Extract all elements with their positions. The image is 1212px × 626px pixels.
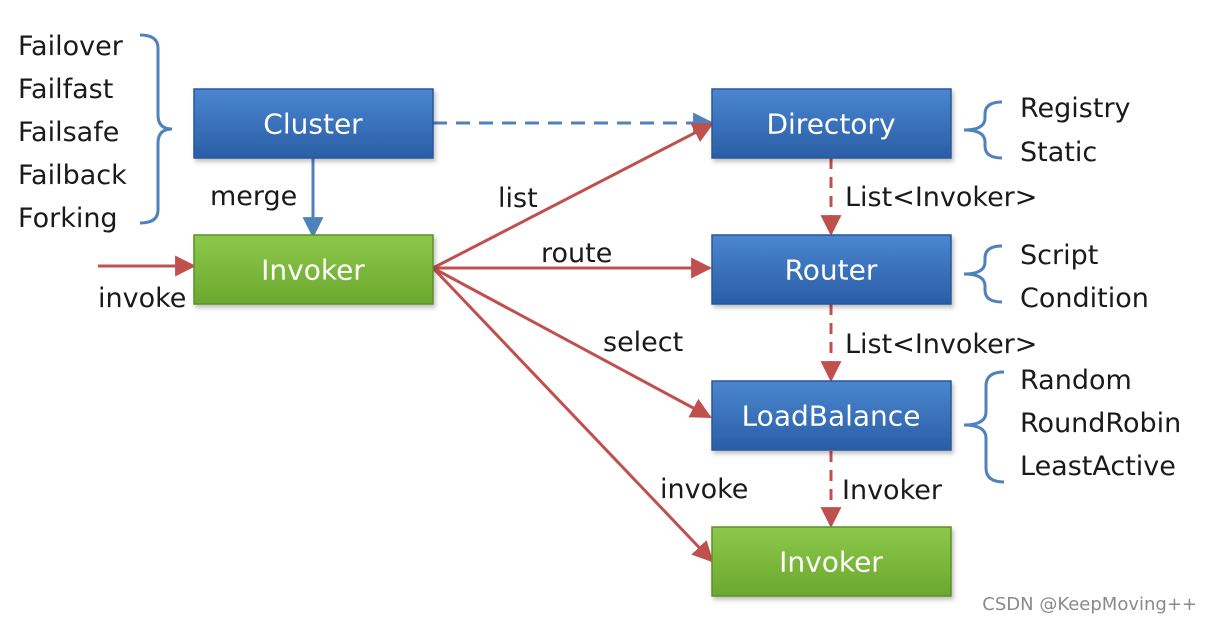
invoke-out-arrow (431, 266, 714, 563)
loadbalance-type-random: Random (1020, 365, 1132, 396)
directory-type-static: Static (1020, 137, 1097, 168)
loadbalance-types-brace (963, 370, 1005, 484)
invoker-target-node: Invoker (711, 526, 952, 597)
select-label: select (603, 327, 683, 358)
select-arrow (432, 266, 712, 419)
watermark-text: CSDN @KeepMoving++ (982, 594, 1197, 615)
list-label: list (498, 183, 538, 214)
cluster-type-failback: Failback (18, 160, 127, 191)
directory-label: Directory (766, 108, 895, 141)
directory-router-label: List<Invoker> (845, 182, 1037, 213)
directory-type-registry: Registry (1020, 93, 1131, 124)
loadbalance-type-leastactive: LeastActive (1020, 451, 1176, 482)
invoker-target-label: Invoker (779, 546, 883, 579)
router-type-condition: Condition (1020, 283, 1149, 314)
loadbalance-type-roundrobin: RoundRobin (1020, 408, 1181, 439)
loadbalance-label: LoadBalance (742, 400, 921, 433)
invoker-main-label: Invoker (261, 254, 365, 287)
cluster-type-failsafe: Failsafe (18, 117, 119, 148)
loadbalance-invoker-label: Invoker (842, 475, 943, 506)
route-label: route (541, 238, 612, 269)
router-type-script: Script (1020, 240, 1098, 271)
cluster-type-failfast: Failfast (18, 74, 113, 105)
invoke-in-label: invoke (98, 283, 186, 314)
invoker-main-node: Invoker (193, 234, 434, 305)
directory-types-brace (963, 100, 1003, 160)
list-arrow (432, 122, 714, 270)
merge-label: merge (210, 181, 297, 212)
cluster-type-forking: Forking (18, 203, 118, 234)
router-label: Router (785, 254, 878, 287)
router-types-brace (963, 244, 1003, 304)
directory-node: Directory (711, 88, 952, 159)
cluster-label: Cluster (263, 108, 363, 141)
cluster-node: Cluster (193, 88, 434, 159)
loadbalance-node: LoadBalance (711, 380, 952, 451)
cluster-type-failover: Failover (18, 31, 124, 62)
router-node: Router (711, 234, 952, 305)
router-loadbalance-label: List<Invoker> (845, 329, 1037, 360)
invoke-out-label: invoke (660, 474, 748, 505)
cluster-types-brace (139, 33, 173, 225)
